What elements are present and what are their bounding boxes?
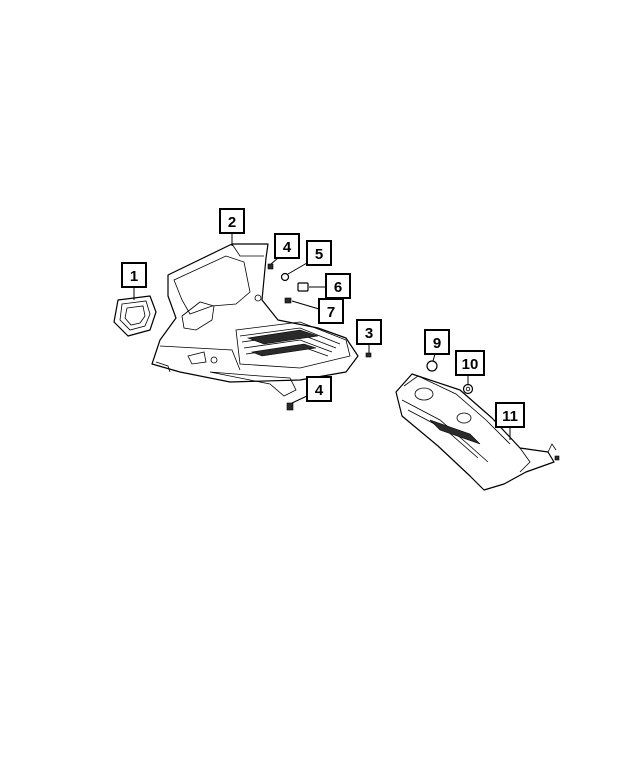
callout-7: 7 (318, 298, 344, 324)
callout-label: 5 (315, 246, 323, 263)
callout-label: 7 (327, 304, 335, 321)
callout-2: 2 (219, 208, 245, 234)
part-4-clip-lower (286, 402, 294, 411)
leader-lines (133, 233, 511, 440)
callout-6: 6 (325, 273, 351, 299)
part-4-clip-upper (267, 263, 274, 270)
callout-label: 10 (462, 356, 479, 373)
part-3-clip (365, 352, 372, 358)
callout-10: 10 (455, 350, 485, 376)
callout-label: 2 (228, 214, 236, 231)
part-2-quarter-trim-panel (151, 243, 359, 397)
part-7-clip (284, 297, 292, 304)
callout-3: 3 (356, 319, 382, 345)
callout-label: 11 (502, 408, 518, 425)
callout-4-lower: 4 (306, 376, 332, 402)
part-10-nut (462, 383, 474, 395)
callout-11: 11 (495, 402, 525, 428)
callout-1: 1 (121, 262, 147, 288)
callout-label: 9 (433, 335, 441, 352)
callout-label: 3 (365, 325, 373, 342)
callout-label: 1 (130, 268, 138, 285)
part-9-cap (426, 360, 438, 372)
callout-9: 9 (424, 329, 450, 355)
part-6-fastener (297, 282, 309, 292)
part-1-bezel (113, 295, 157, 337)
callout-4-upper: 4 (274, 233, 300, 259)
callout-label: 4 (283, 239, 292, 256)
callout-label: 4 (315, 382, 324, 399)
callout-label: 6 (334, 279, 342, 296)
part-11-sill-trim (395, 373, 560, 491)
part-5-fastener (280, 272, 290, 282)
callout-5: 5 (306, 240, 332, 266)
